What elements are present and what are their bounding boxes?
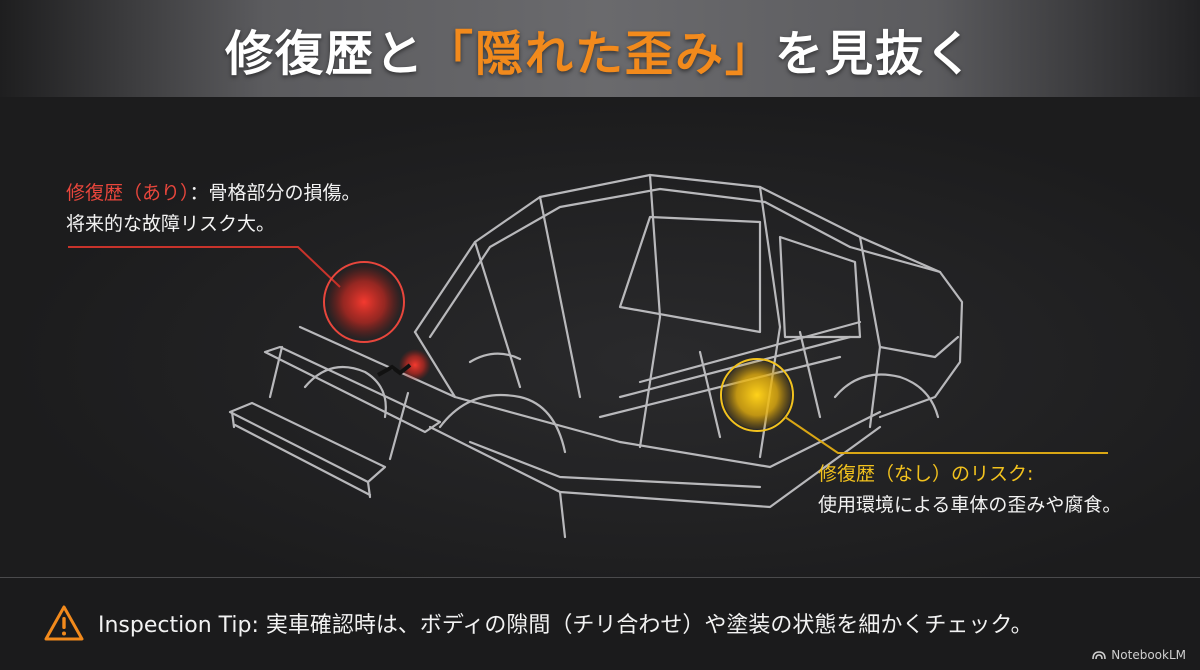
title-accent: 「隠れた歪み」 (424, 25, 775, 82)
callout-repaired-text2: 将来的な故障リスク大。 (66, 213, 276, 235)
callout-not-repaired-text: 使用環境による車体の歪みや腐食。 (818, 494, 1122, 516)
inspection-tip: Inspection Tip: 実車確認時は、ボディの隙間（チリ合わせ）や塗装の… (44, 603, 1033, 643)
illustration-area (0, 97, 1200, 577)
brand-watermark: NotebookLM (1092, 648, 1186, 662)
inspection-tip-text: Inspection Tip: 実車確認時は、ボディの隙間（チリ合わせ）や塗装の… (98, 613, 1033, 638)
callout-repaired-line1: 修復歴（あり）：骨格部分の損傷。 (66, 178, 361, 209)
callout-not-repaired-label: 修復歴（なし）のリスク: (818, 463, 1034, 485)
callout-not-repaired: 修復歴（なし）のリスク: 使用環境による車体の歪みや腐食。 (818, 459, 1121, 521)
warning-triangle-icon (44, 605, 84, 641)
notebooklm-icon (1092, 651, 1107, 660)
car-frame-illustration (68, 173, 1108, 539)
footer-divider (0, 577, 1200, 578)
title-prefix: 修復歴と (224, 25, 425, 82)
callout-repaired-text1: ：骨格部分の損傷。 (189, 182, 361, 204)
brand-name: NotebookLM (1111, 648, 1186, 662)
page-title: 修復歴と「隠れた歪み」を見抜く (225, 14, 975, 84)
header-banner: 修復歴と「隠れた歪み」を見抜く (0, 0, 1200, 97)
callout-repaired-label: 修復歴（あり） (66, 182, 190, 204)
title-suffix: を見抜く (775, 25, 976, 82)
callout-repaired: 修復歴（あり）：骨格部分の損傷。 将来的な故障リスク大。 (66, 178, 361, 240)
